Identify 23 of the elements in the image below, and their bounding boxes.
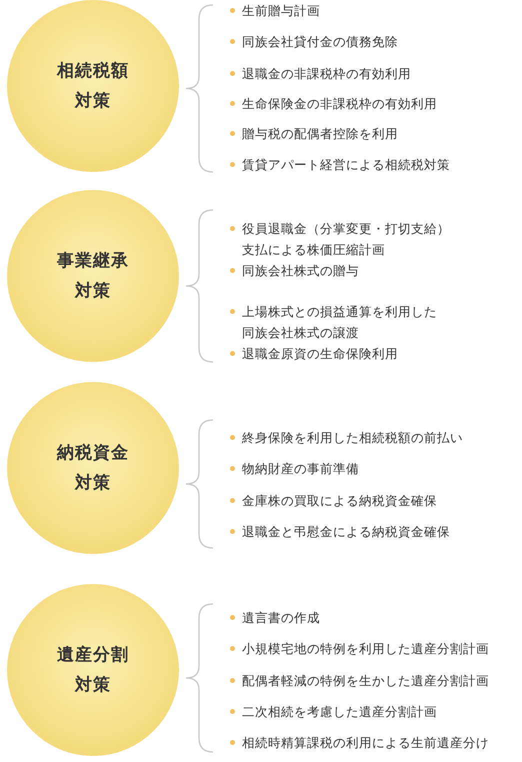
list-item-text: 小規模宅地の特例を利用した遺産分割計画 <box>242 640 489 658</box>
list-item-text: 贈与税の配偶者控除を利用 <box>242 125 398 143</box>
list-item-text: 退職金の非課税枠の有効利用 <box>242 65 411 83</box>
category-circle: 遺産分割対策 <box>7 584 179 756</box>
list-item-text: 金庫株の買取による納税資金確保 <box>242 492 437 510</box>
list-item-text: 退職金と弔慰金による納税資金確保 <box>242 523 450 541</box>
list-item-text: 終身保険を利用した相続税額の前払い <box>242 429 463 447</box>
category-circle: 相続税額対策 <box>7 0 179 172</box>
list-item-text: 相続時精算課税の利用による生前遺産分け <box>242 734 489 752</box>
list-item-text: 遺言書の作成 <box>242 609 320 627</box>
list-item-text: 退職金原資の生命保険利用 <box>242 345 398 363</box>
list-item-text: 同族会社貸付金の債務免除 <box>242 33 398 51</box>
list-item-text: 二次相続を考慮した遺産分割計画 <box>242 703 437 721</box>
list-item-text: 生命保険金の非課税枠の有効利用 <box>242 95 437 113</box>
category-circle: 納税資金対策 <box>7 382 179 554</box>
list-item-text: 物納財産の事前準備 <box>242 460 359 478</box>
category-circle: 事業継承対策 <box>7 190 179 362</box>
list-item-text: 上場株式との損益通算を利用した同族会社株式の譲渡 <box>242 303 438 342</box>
list-item-text: 同族会社株式の贈与 <box>242 262 359 280</box>
list-item-text: 配偶者軽減の特例を生かした遺産分割計画 <box>242 672 489 690</box>
list-item-text: 生前贈与計画 <box>242 2 320 20</box>
list-item-text: 役員退職金（分掌変更・打切支給）支払による株価圧縮計画 <box>242 220 451 259</box>
list-item-text: 賃貸アパート経営による相続税対策 <box>242 156 450 174</box>
